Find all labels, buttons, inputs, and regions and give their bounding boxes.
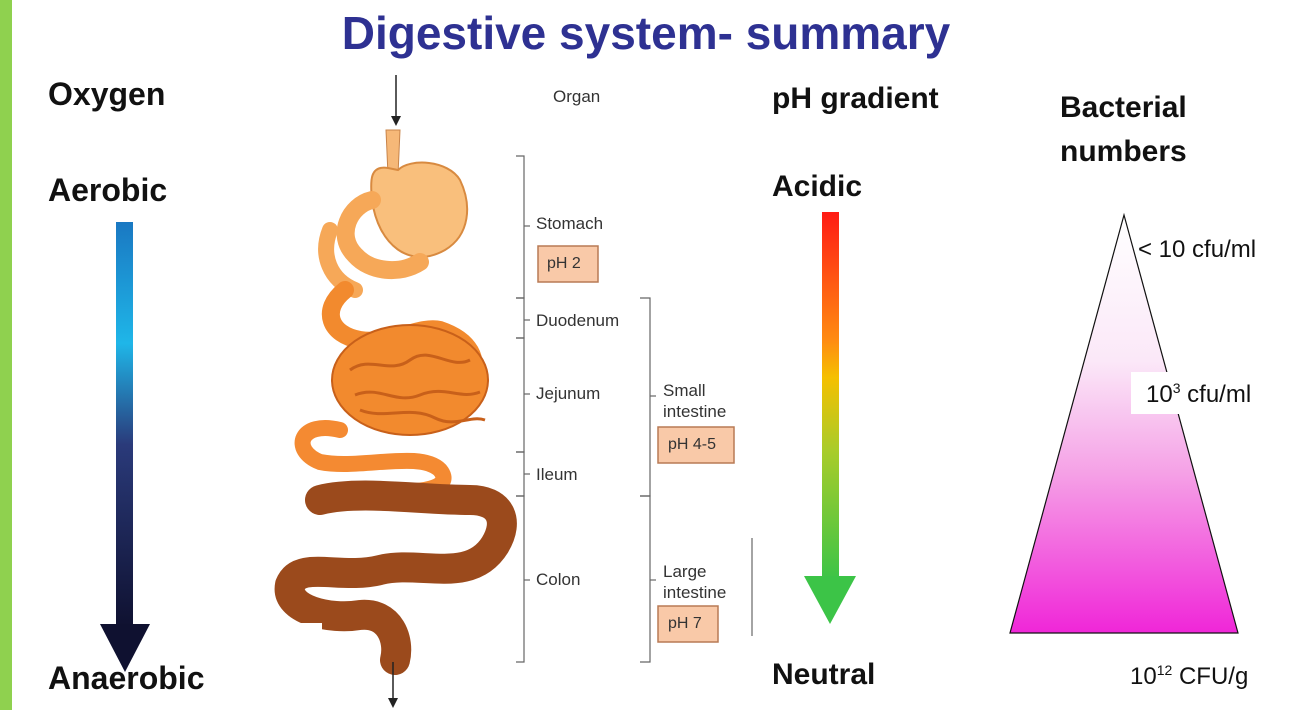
large-intestine-ph-label: pH 7 (668, 615, 702, 632)
bacteria-level-high-unit: CFU/g (1172, 663, 1249, 690)
bacteria-level-low: < 10 cfu/ml (1138, 236, 1257, 263)
oxygen-gradient-bar (116, 222, 133, 627)
duodenum-label: Duodenum (536, 311, 620, 330)
small-intestine-ph-box (657, 426, 735, 464)
bacteria-level-high: 1012 CFU/g (1130, 662, 1248, 691)
bacteria-level-high-base: 10 (1130, 663, 1157, 690)
aerobic-label: Aerobic (48, 172, 168, 208)
stomach-label: Stomach (536, 214, 604, 233)
oxygen-arrowhead (100, 624, 150, 672)
ph-gradient-heading: pH gradient (772, 82, 939, 115)
neutral-label: Neutral (772, 658, 876, 691)
stomach-ph-label: pH 2 (547, 255, 581, 272)
digestive-tract-illustration (274, 75, 517, 708)
organ-brackets (516, 155, 753, 663)
slide-left-accent-bar (0, 0, 12, 710)
bacterial-label-backdrop (1131, 372, 1193, 414)
organ-heading: Organ (553, 87, 601, 106)
large-intestine-ph-box (657, 605, 719, 643)
small-intestine-label: Small intestine (663, 381, 727, 421)
bacteria-level-high-exponent: 12 (1156, 662, 1173, 678)
slide-title: Digestive system- summary (341, 7, 951, 59)
colon-label: Colon (536, 570, 581, 589)
stomach-ph-box (537, 245, 599, 283)
bacterial-heading-line1: Bacterial (1060, 91, 1187, 124)
jejunum-label: Jejunum (536, 384, 601, 403)
bacterial-triangle (1009, 212, 1239, 634)
small-intestine-ph-label: pH 4-5 (668, 436, 717, 453)
bacteria-level-mid-exponent: 3 (1172, 380, 1181, 396)
ph-gradient-bar (822, 212, 839, 580)
bacterial-numbers-heading: Bacterial numbers (1060, 86, 1187, 174)
ph-arrowhead (804, 576, 856, 624)
oxygen-heading: Oxygen (48, 76, 166, 112)
acidic-label: Acidic (772, 170, 863, 203)
bacteria-level-mid-unit: cfu/ml (1180, 381, 1252, 408)
bacteria-level-mid-base: 10 (1146, 381, 1173, 408)
bacteria-level-mid: 103 cfu/ml (1146, 380, 1251, 409)
large-intestine-label: Large intestine (663, 562, 727, 602)
bacterial-heading-line2: numbers (1060, 135, 1187, 168)
ileum-label: Ileum (536, 465, 578, 484)
